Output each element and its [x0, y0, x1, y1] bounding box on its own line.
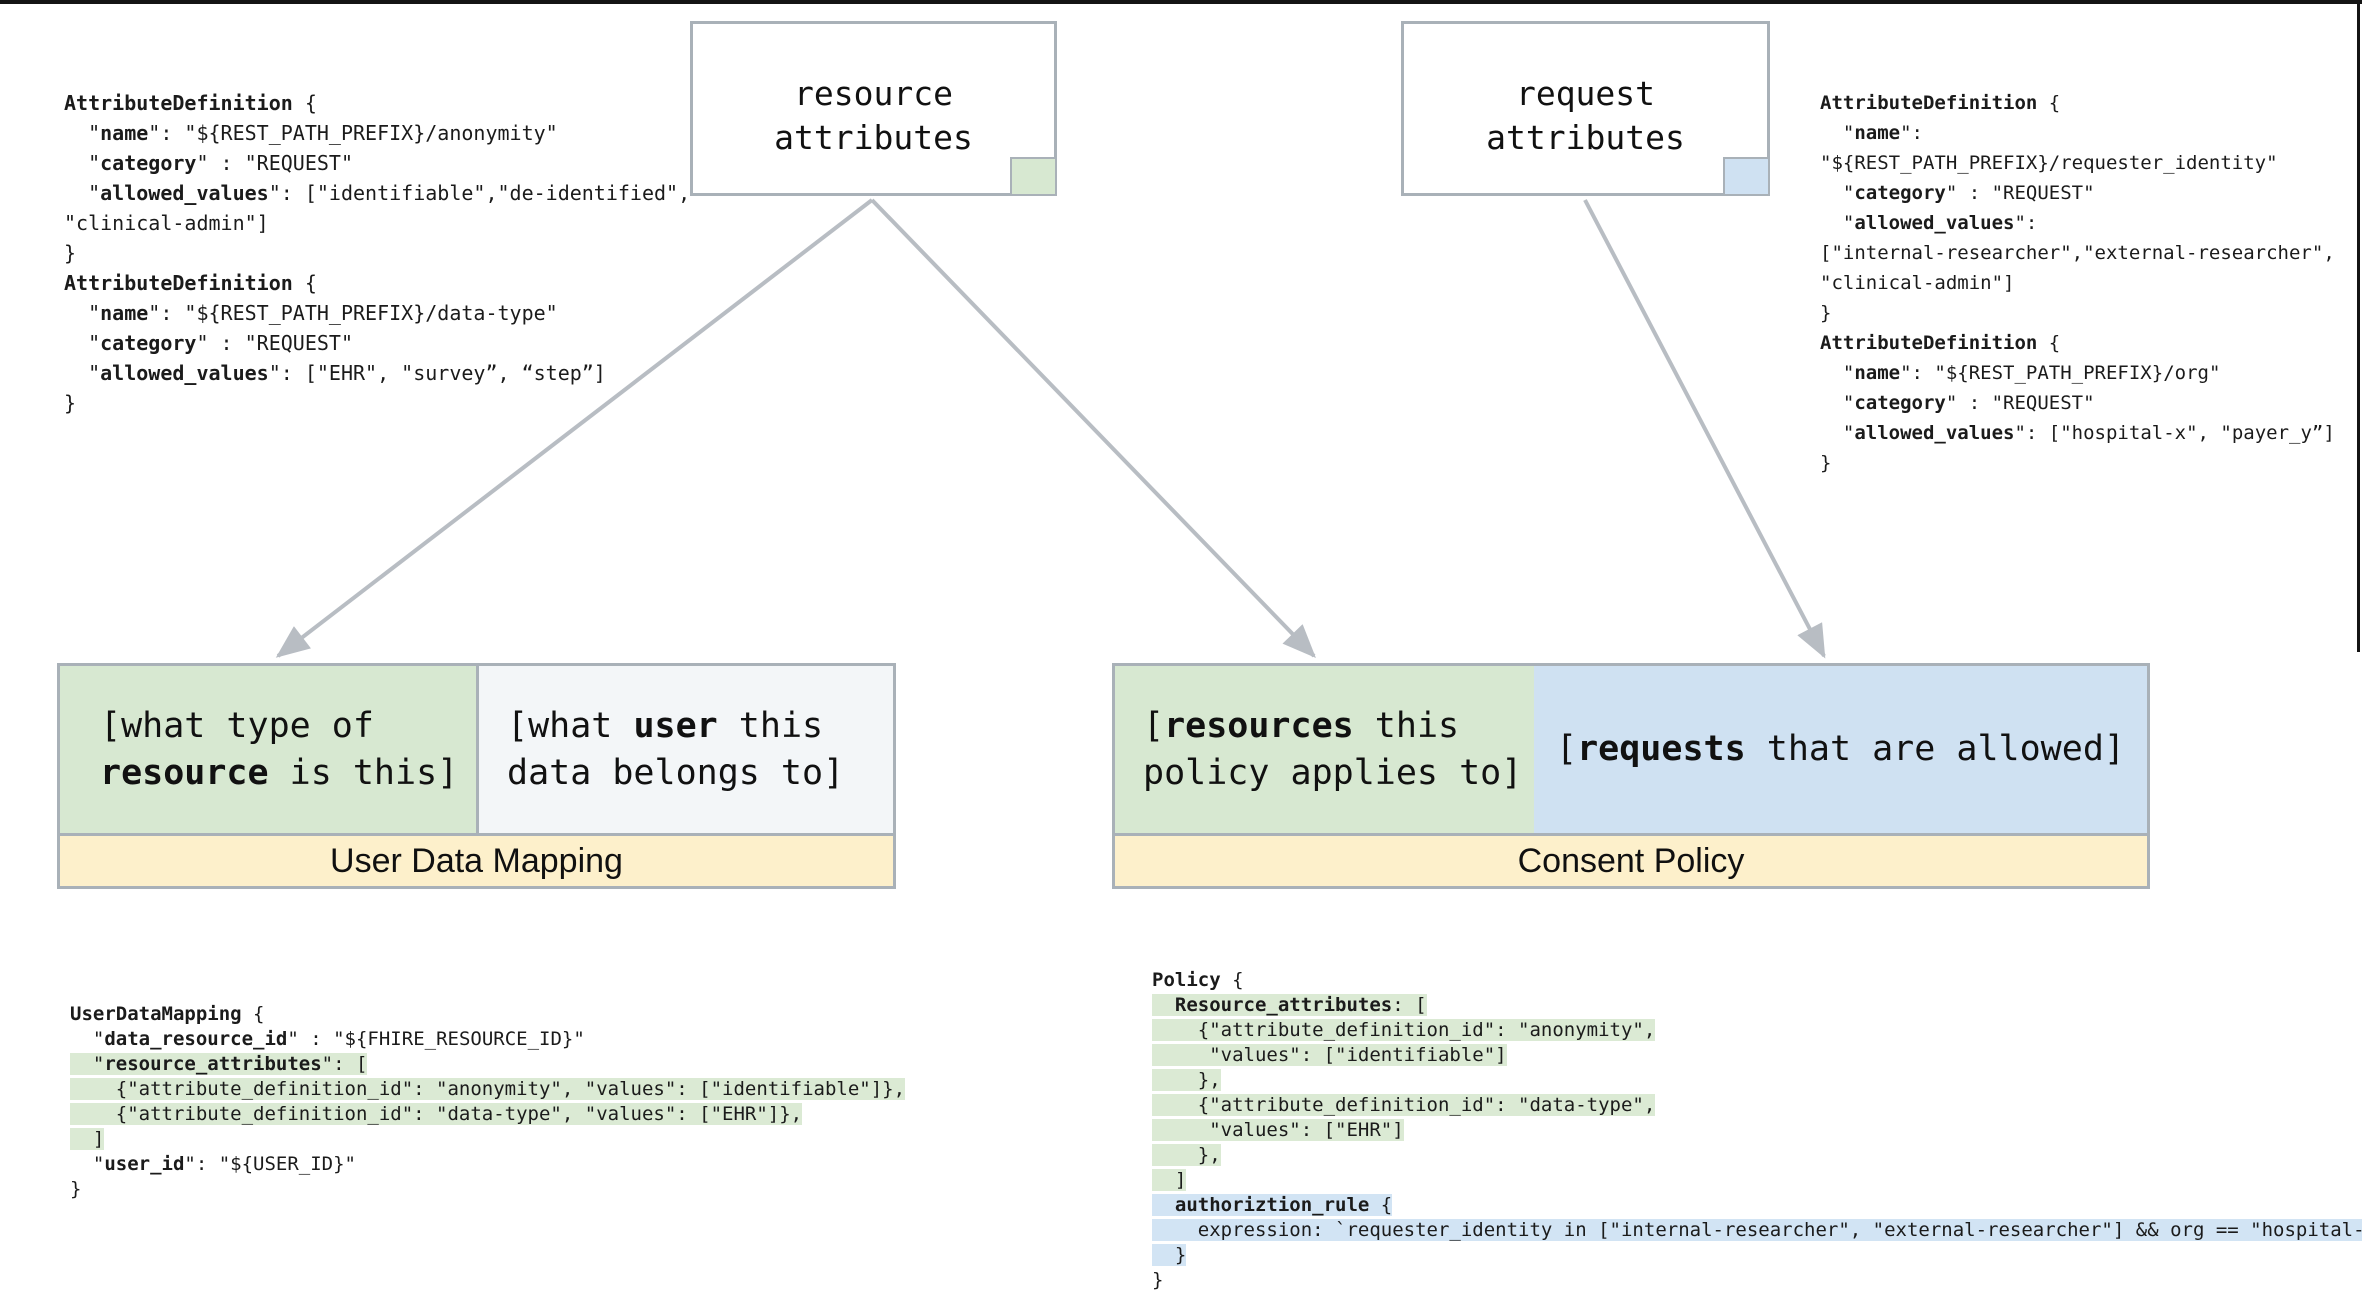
right-border-line [2357, 0, 2360, 652]
resource-attribute-definitions-code: AttributeDefinition { "name": "${REST_PA… [64, 91, 691, 415]
resource-green-swatch [1010, 157, 1057, 196]
cp-label-bar: Consent Policy [1115, 833, 2147, 886]
arrow-resource-to-consent-policy [870, 198, 1316, 659]
udm-label-bar: User Data Mapping [60, 833, 893, 886]
top-border-line [0, 0, 2362, 4]
udm-label: User Data Mapping [330, 841, 623, 880]
request-attribute-definitions-code: AttributeDefinition { "name":"${REST_PAT… [1820, 92, 2335, 474]
arrow-resource-to-user-data-mapping [275, 198, 874, 658]
request-blue-swatch [1723, 157, 1770, 196]
cp-label: Consent Policy [1517, 841, 1745, 880]
cp-requests-cell: [requests that are allowed] [1534, 666, 2147, 833]
user-data-mapping-code: UserDataMapping { "data_resource_id" : "… [70, 1003, 906, 1200]
consent-policy-code: Policy { Resource_attributes: [ {"attrib… [1152, 968, 2362, 1292]
arrow-request-to-consent-policy [1583, 199, 1826, 659]
